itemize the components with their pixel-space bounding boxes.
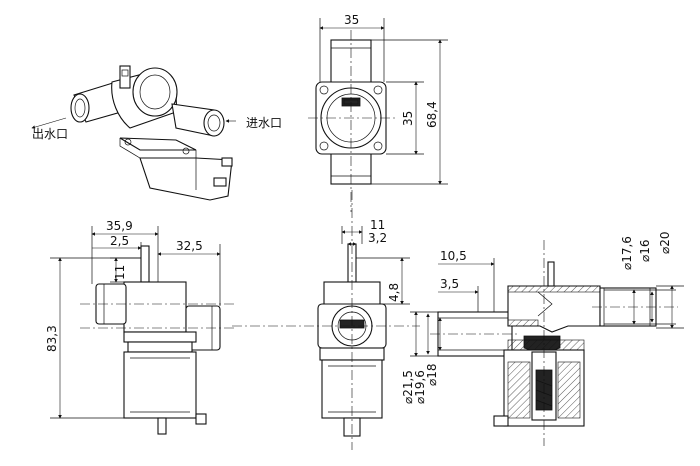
dim-section-len1: 10,5 bbox=[440, 249, 467, 263]
outlet-label: 出水口 bbox=[32, 127, 68, 141]
inlet-label: 进水口 bbox=[246, 116, 282, 130]
dim-front-terminal: 11 bbox=[113, 265, 127, 280]
dim-dia-21-5: ⌀21,5 bbox=[401, 370, 415, 404]
dim-section-len2: 3,5 bbox=[440, 277, 459, 291]
section-view: 10,5 3,5 ⌀21,5 ⌀19,6 ⌀18 ⌀17,6 ⌀16 ⌀20 bbox=[401, 232, 684, 446]
dim-dia-17-6: ⌀17,6 bbox=[620, 236, 634, 270]
dim-dia-16: ⌀16 bbox=[638, 240, 652, 263]
dim-dia-18: ⌀18 bbox=[425, 364, 439, 387]
dim-side-width: 11 bbox=[370, 218, 385, 232]
isometric-view: 出水口 进水口 bbox=[31, 65, 282, 201]
dim-front-total-width: 35,9 bbox=[106, 219, 133, 233]
dim-top-total-height: 68,4 bbox=[425, 101, 439, 128]
dim-front-right-width: 32,5 bbox=[176, 239, 203, 253]
side-view: 11 3,2 4,8 bbox=[232, 190, 420, 450]
dim-side-terminal: 3,2 bbox=[368, 231, 387, 245]
dim-top-width: 35 bbox=[344, 13, 359, 27]
dim-front-total-height: 83,3 bbox=[45, 325, 59, 352]
dim-dia-20: ⌀20 bbox=[658, 232, 672, 255]
dim-dia-19-6: ⌀19,6 bbox=[413, 370, 427, 404]
dim-side-height: 4,8 bbox=[387, 283, 401, 302]
dim-front-offset: 2,5 bbox=[110, 234, 129, 248]
front-view: 35,9 2,5 32,5 11 83,3 bbox=[45, 219, 236, 435]
dim-top-inner-height: 35 bbox=[401, 111, 415, 126]
top-view: 35 35 68,4 bbox=[308, 13, 448, 212]
